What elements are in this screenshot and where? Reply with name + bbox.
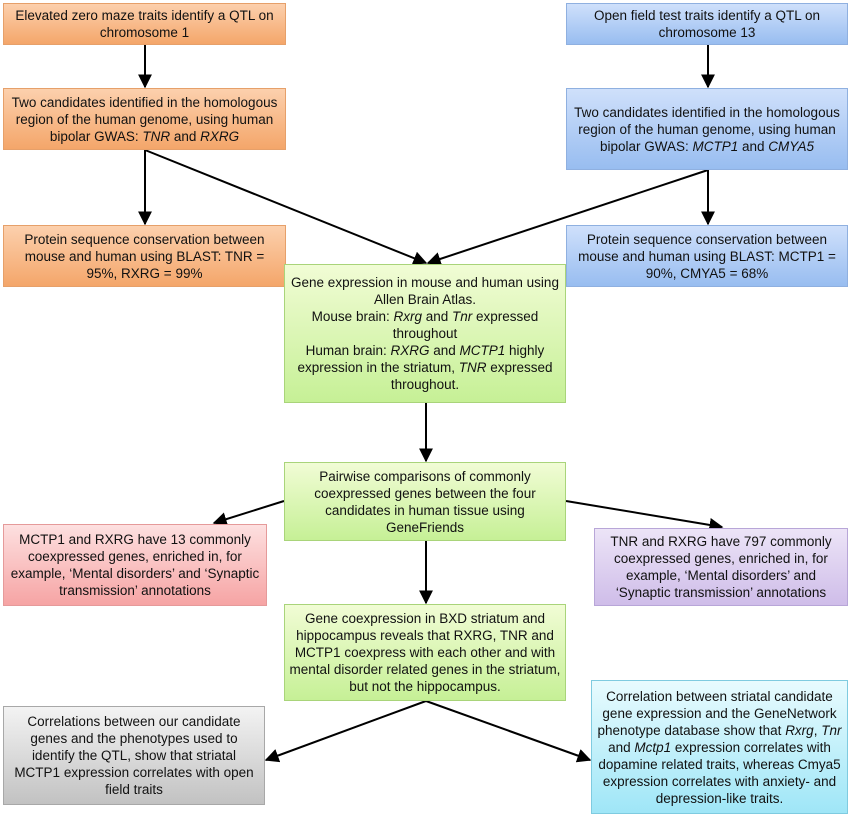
bxd-coexpression-text: Gene coexpression in BXD striatum and hi… xyxy=(289,611,561,694)
blast-right-box: Protein sequence conservation between mo… xyxy=(566,225,848,287)
genenetwork-correlation-box: Correlation between striatal candidate g… xyxy=(591,680,848,814)
arrow-bxd-to-genenetwork xyxy=(425,700,592,763)
blast-left-box: Protein sequence conservation between mo… xyxy=(3,225,286,287)
allen-brain-atlas-text: Gene expression in mouse and human using… xyxy=(291,275,559,392)
arrow-pairwise-to-mctp1-rxrg xyxy=(212,500,285,526)
allen-brain-atlas-box: Gene expression in mouse and human using… xyxy=(284,264,566,403)
candidates-mctp1-cmya5-text: Two candidates identified in the homolog… xyxy=(574,104,840,154)
qtl-chromosome-1-text: Elevated zero maze traits identify a QTL… xyxy=(15,8,274,40)
bxd-coexpression-box: Gene coexpression in BXD striatum and hi… xyxy=(284,604,566,701)
arrow-left-candidates-to-allen xyxy=(144,149,428,265)
candidates-mctp1-cmya5-box: Two candidates identified in the homolog… xyxy=(566,88,848,170)
arrow-pairwise-to-tnr-rxrg xyxy=(565,500,724,532)
qtl-chromosome-13-text: Open field test traits identify a QTL on… xyxy=(593,8,821,40)
tnr-rxrg-text: TNR and RXRG have 797 commonly coexpress… xyxy=(610,534,832,600)
candidates-tnr-rxrg-box: Two candidates identified in the homolog… xyxy=(3,88,286,150)
tnr-rxrg-box: TNR and RXRG have 797 commonly coexpress… xyxy=(594,528,848,606)
pairwise-comparison-box: Pairwise comparisons of commonly coexpre… xyxy=(284,462,566,541)
correlations-qtl-box: Correlations between our candidate genes… xyxy=(3,706,265,805)
pairwise-comparison-text: Pairwise comparisons of commonly coexpre… xyxy=(314,468,536,535)
arrow-bxd-to-correlations xyxy=(264,700,427,763)
candidates-tnr-rxrg-text: Two candidates identified in the homolog… xyxy=(11,94,278,144)
arrow-right-candidates-to-allen xyxy=(426,169,709,266)
qtl-chromosome-13-box: Open field test traits identify a QTL on… xyxy=(566,3,848,45)
blast-right-text: Protein sequence conservation between mo… xyxy=(578,231,836,281)
mctp1-rxrg-text: MCTP1 and RXRG have 13 commonly coexpres… xyxy=(10,532,260,598)
mctp1-rxrg-box: MCTP1 and RXRG have 13 commonly coexpres… xyxy=(3,524,267,606)
genenetwork-correlation-text: Correlation between striatal candidate g… xyxy=(597,688,842,806)
blast-left-text: Protein sequence conservation between mo… xyxy=(24,231,265,281)
correlations-qtl-text: Correlations between our candidate genes… xyxy=(14,714,254,797)
qtl-chromosome-1-box: Elevated zero maze traits identify a QTL… xyxy=(3,3,286,45)
